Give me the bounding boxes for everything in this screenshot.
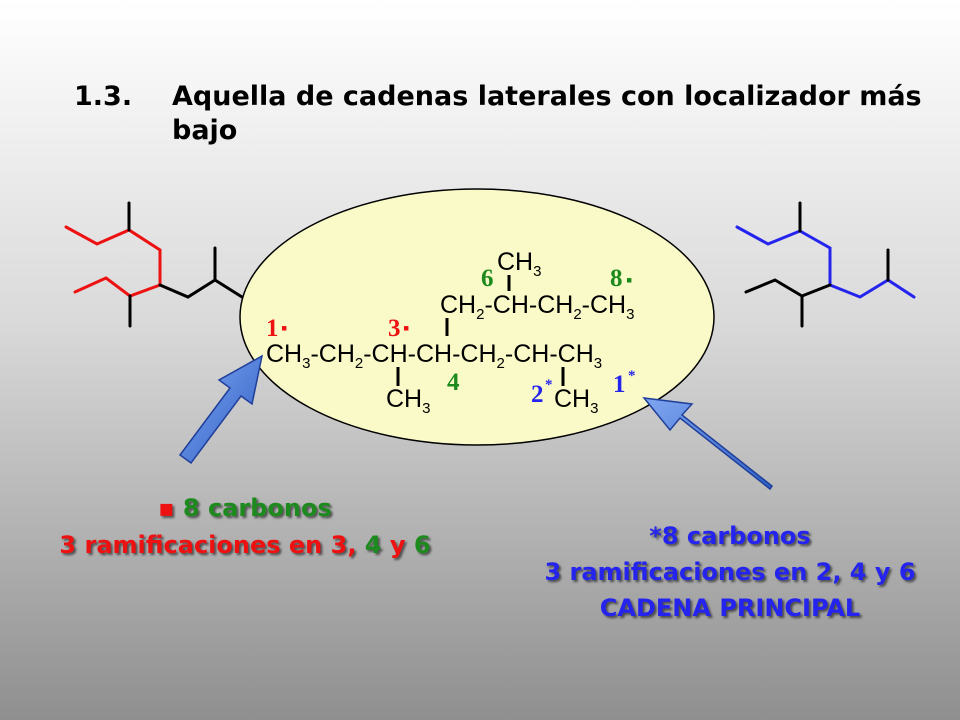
heading-text: Aquella de cadenas laterales con localiz… xyxy=(172,81,922,146)
left-skeleton-black-tail xyxy=(158,278,244,299)
locant-4: 4 xyxy=(447,369,460,396)
locant-2-blue: 2 xyxy=(531,381,544,408)
formula-main-chain: CH3-CH2-CH-CH-CH2-CH-CH3 xyxy=(266,340,602,372)
formula-ellipse xyxy=(239,188,715,446)
left-skeleton-red-lower xyxy=(73,276,162,298)
right-caption-line2: 3 ramificaciones en 2, 4 y 6 xyxy=(544,558,916,586)
heading-number: 1.3. xyxy=(74,81,133,112)
locant-8: 8 xyxy=(610,265,623,292)
formula-top-ch3: CH3 xyxy=(497,248,541,280)
right-arrow xyxy=(642,397,774,491)
locant-3-red: 3 xyxy=(388,315,401,342)
formula-bottom-right-ch3: CH3 xyxy=(554,385,598,417)
right-caption: *8 carbonos 3 ramificaciones en 2, 4 y 6… xyxy=(500,518,960,626)
formula-bottom-left-ch3: CH3 xyxy=(386,385,430,417)
right-skeleton-black-left xyxy=(744,278,832,298)
locant-6: 6 xyxy=(481,265,494,292)
locant-1-star: * xyxy=(628,368,636,384)
locant-2-star: * xyxy=(545,377,553,393)
locant-8-mark: ▪ xyxy=(626,270,632,290)
locant-1-mark: ▪ xyxy=(281,318,287,338)
locant-3-mark: ▪ xyxy=(403,318,409,338)
right-skeleton-blue-main xyxy=(735,225,916,299)
left-arrow xyxy=(178,354,264,465)
condensed-formula: CH3 CH2-CH-CH2-CH3 CH3-CH2-CH-CH-CH2-CH-… xyxy=(266,248,634,417)
left-skeletal-structure xyxy=(64,201,244,328)
locant-labels: 6 8 ▪ 1 ▪ 3 ▪ 4 2 * 1 * xyxy=(266,265,636,408)
left-skeleton-red-upper xyxy=(64,225,162,287)
locant-1-blue: 1 xyxy=(613,371,626,398)
left-caption-bullet: ▪ xyxy=(158,494,175,522)
formula-upper-chain: CH2-CH-CH2-CH3 xyxy=(440,291,634,323)
locant-1-red: 1 xyxy=(266,315,279,342)
right-caption-line1: *8 carbonos xyxy=(649,522,811,550)
right-skeletal-structure xyxy=(735,201,916,328)
left-caption-line1: ▪ 8 carbonos xyxy=(158,494,332,522)
left-caption-line2: 3 ramificaciones en 3, 4 y 6 xyxy=(59,531,431,559)
right-caption-line3: CADENA PRINCIPAL xyxy=(599,594,861,622)
left-caption: ▪ 8 carbonos 3 ramificaciones en 3, 4 y … xyxy=(10,490,480,564)
